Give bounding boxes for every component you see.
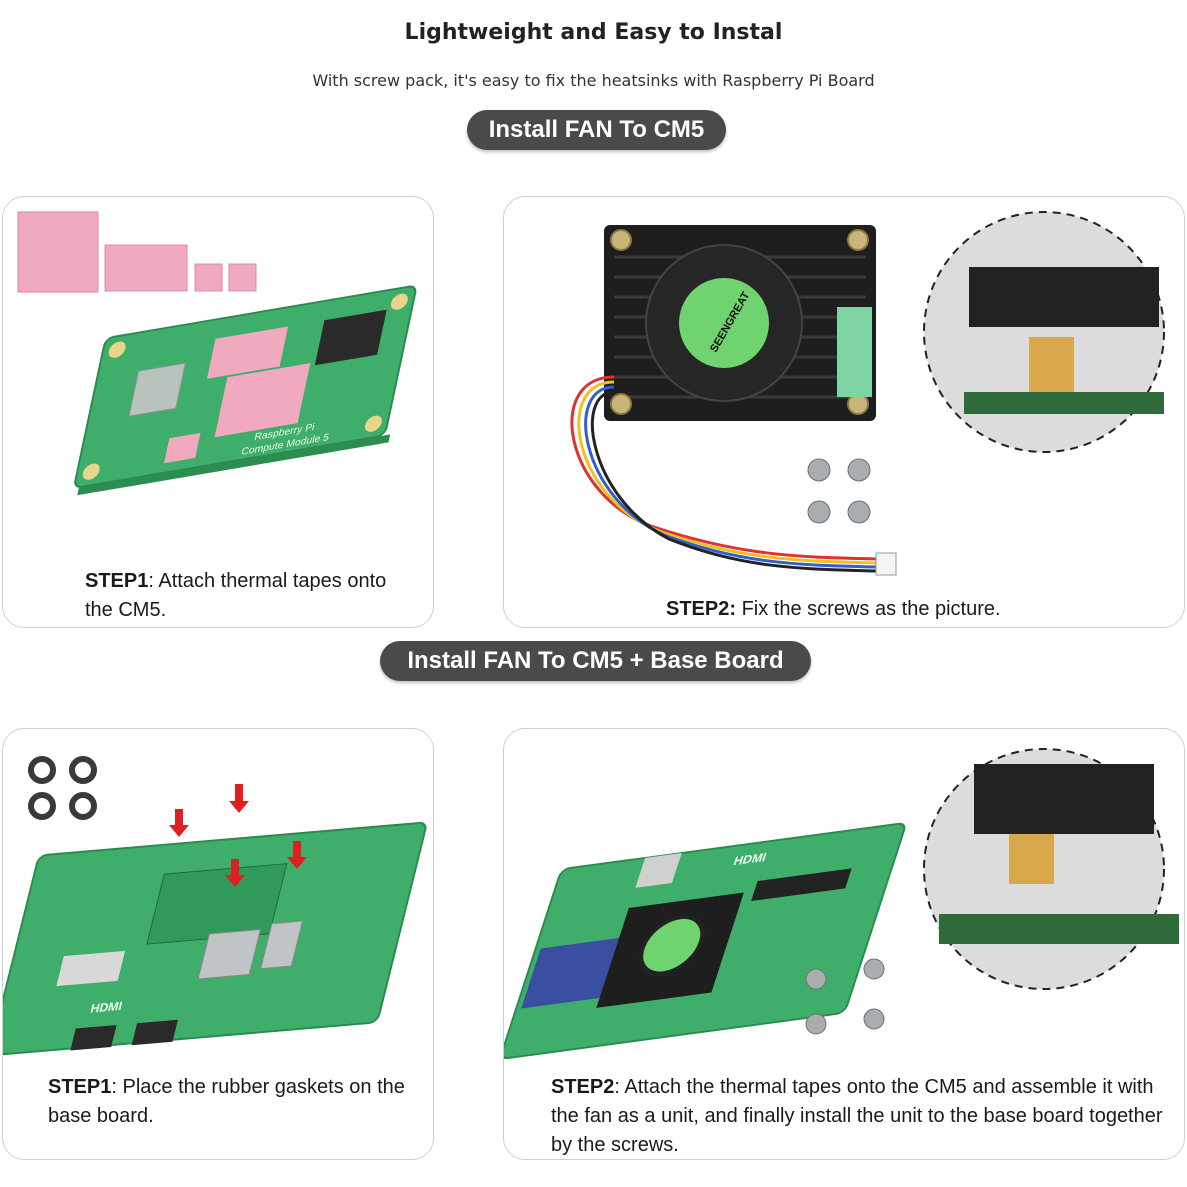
section-label-install-fan-cm5: Install FAN To CM5 (467, 110, 726, 150)
step-separator: : (111, 1076, 123, 1098)
assembled-base-board-image: HDMI (504, 748, 1179, 1060)
step-text: Attach thermal tapes onto the CM5. (85, 570, 387, 621)
step-label: STEP2: (666, 598, 737, 620)
base-step2-caption: STEP2: Attach the thermal tapes onto the… (551, 1073, 1171, 1159)
step1-caption: STEP1: Attach thermal tapes onto the CM5… (85, 567, 415, 625)
step-label: STEP2 (551, 1076, 615, 1098)
assembled-board-hdmi-print: HDMI (732, 851, 768, 869)
base-board-hdmi-print: HDMI (89, 999, 124, 1015)
fan-heatsink-image: SEENGREAT (570, 211, 1165, 576)
step-text: Fix the screws as the picture. (741, 598, 1001, 620)
base-step2-card: HDMI STEP2: Attach the thermal tapes ont… (503, 728, 1185, 1160)
step2-card: SEENGREAT STEP2: Fix the screws as the p… (503, 196, 1185, 628)
step-separator: : (614, 1076, 625, 1098)
step-text: Place the rubber gaskets on the base boa… (48, 1076, 405, 1127)
step-label: STEP1 (48, 1076, 112, 1098)
step1-card: Raspberry Pi Compute Module 5 STEP1: Att… (2, 196, 434, 628)
thermal-pads-and-cm5-image: Raspberry Pi Compute Module 5 (17, 211, 417, 496)
base-step1-card: HDMI STEP1: Place the rubber gaskets on … (2, 728, 434, 1160)
base-board-gaskets-image: HDMI (3, 756, 427, 1056)
page-title: Lightweight and Easy to Instal (404, 20, 783, 45)
step-separator: : (148, 570, 159, 592)
section-label-install-fan-cm5-base-board: Install FAN To CM5 + Base Board (380, 641, 811, 681)
step-text: Attach the thermal tapes onto the CM5 an… (551, 1076, 1163, 1156)
step2-caption: STEP2: Fix the screws as the picture. (666, 595, 1086, 624)
step-label: STEP1 (85, 570, 149, 592)
page-subtitle: With screw pack, it's easy to fix the he… (312, 71, 875, 90)
base-step1-caption: STEP1: Place the rubber gaskets on the b… (48, 1073, 428, 1131)
